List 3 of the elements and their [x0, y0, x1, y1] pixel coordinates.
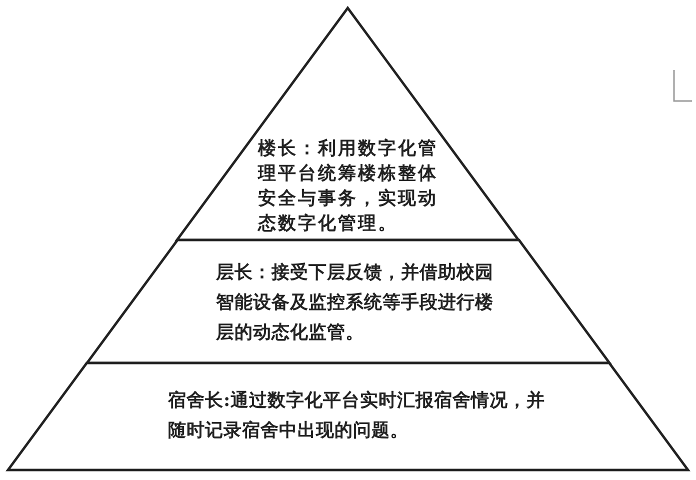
tier-text: 宿舍长:通过数字化平台实时汇报宿舍情况，并随时记录宿舍中出现的问题。 — [168, 389, 546, 443]
tier-text: 层长：接受下层反馈，并借助校园智能设备及监控系统等手段进行楼层的动态化监管。 — [216, 261, 494, 345]
tier-text: 楼长：利用数字化管理平台统筹楼栋整体安全与事务，实现动态数字化管理。 — [258, 137, 439, 236]
